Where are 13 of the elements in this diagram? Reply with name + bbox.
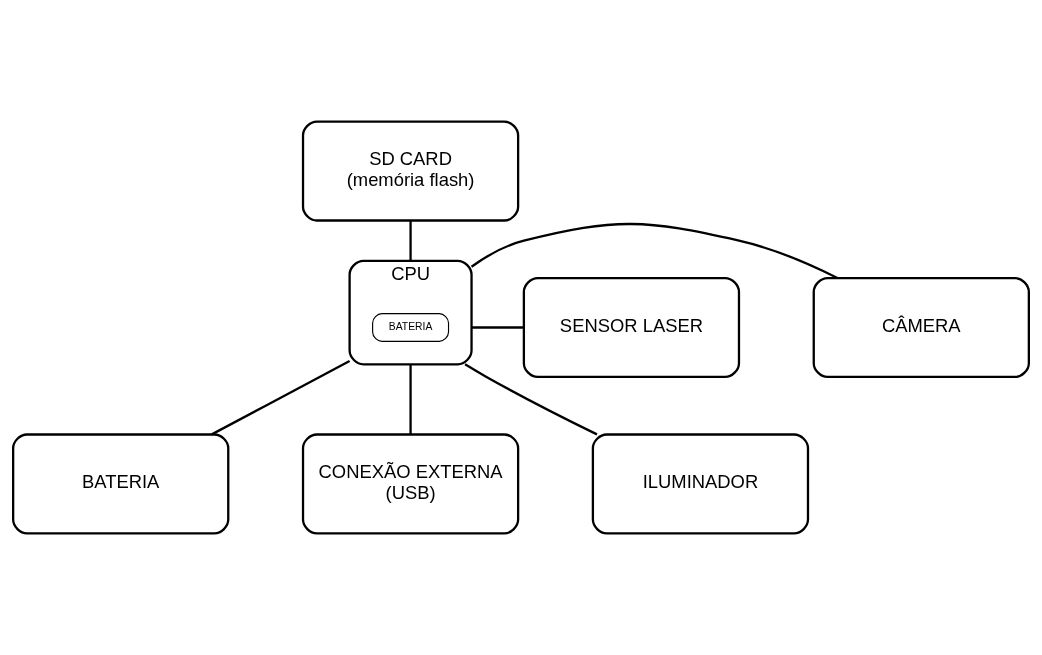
node-box: BATERIA (372, 313, 450, 342)
node-box: CONEXÃO EXTERNA (USB) (301, 433, 520, 535)
connector (409, 364, 412, 435)
connector (464, 363, 598, 436)
connector (471, 326, 524, 329)
node-box: CÂMERA (812, 276, 1030, 379)
connector (409, 220, 412, 261)
connector (211, 360, 351, 436)
node-box: BATERIA (12, 433, 230, 535)
node-box: ILUMINADOR (591, 433, 810, 535)
connector (470, 222, 838, 279)
node-box: SENSOR LASER (522, 276, 741, 379)
node-box: SD CARD (memória flash) (301, 120, 520, 222)
